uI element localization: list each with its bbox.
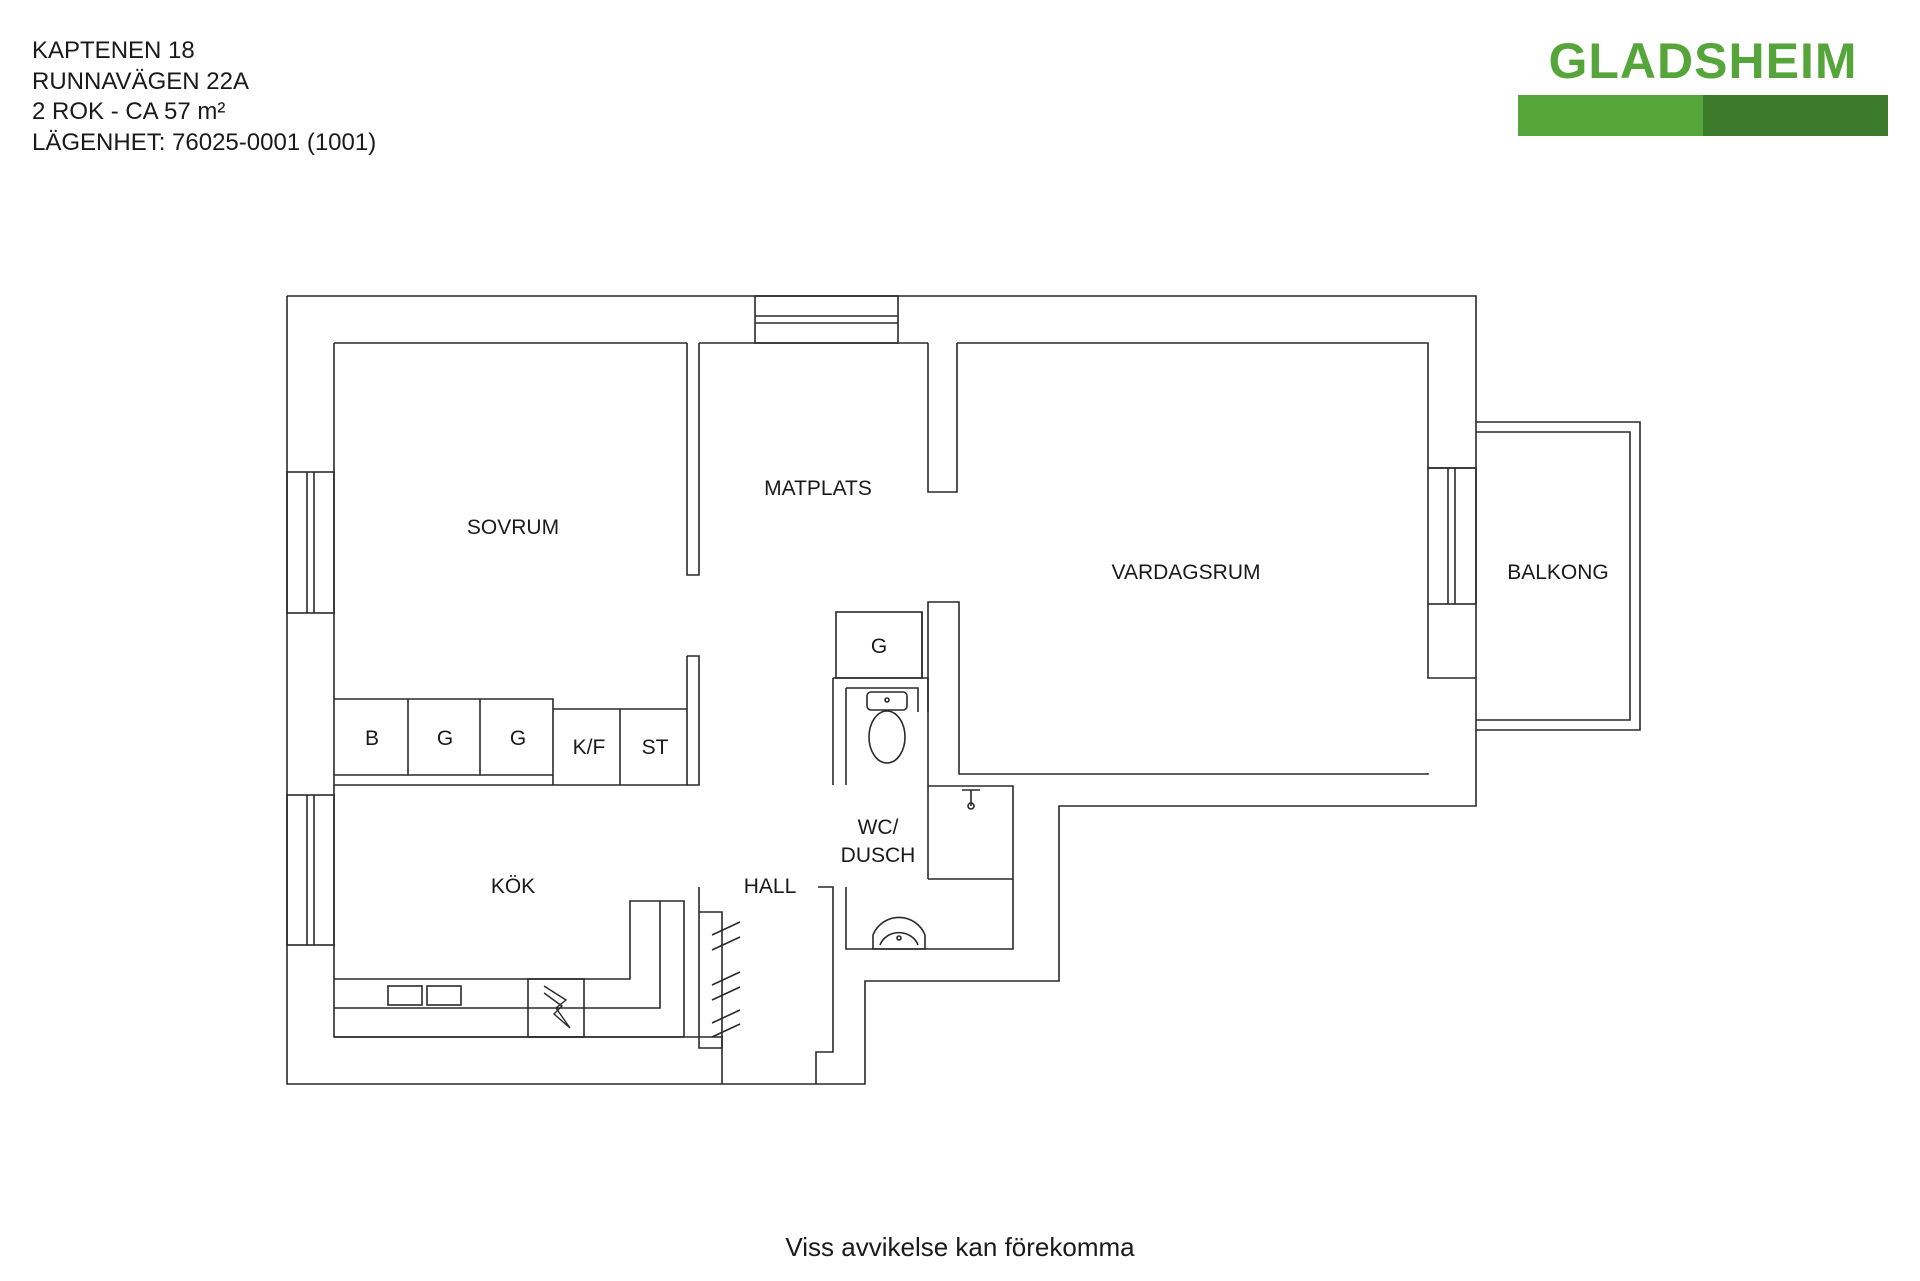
logo-bar-light (1518, 95, 1703, 136)
toilet-bowl (868, 710, 906, 764)
window-sovrum (286, 471, 335, 614)
exterior-wall (286, 295, 1477, 1085)
wash-basin (872, 916, 926, 950)
room-label-sovrum: SOVRUM (467, 516, 559, 539)
balcony-outline (1476, 421, 1641, 731)
toilet-tank (866, 691, 908, 711)
kitchen-counter (334, 900, 685, 1037)
closet-label-st: ST (642, 736, 669, 759)
closet-label-g1: G (437, 727, 453, 750)
apartment-number: LÄGENHET: 76025-0001 (1001) (32, 128, 377, 156)
room-label-wc: WC/ (858, 816, 899, 839)
room-label-balkong: BALKONG (1507, 561, 1609, 584)
window-kok (286, 794, 335, 946)
window-vardagsrum (1427, 467, 1477, 605)
closet-label-b: B (365, 727, 379, 750)
property-name: KAPTENEN 18 (32, 37, 195, 64)
sink-basin-right (426, 985, 462, 1006)
room-label-kok: KÖK (491, 875, 535, 898)
logo-text: GLADSHEIM (1548, 33, 1858, 89)
stove (527, 978, 585, 1038)
room-label-matplats: MATPLATS (764, 477, 872, 500)
window-matplats (754, 295, 899, 344)
property-info: KAPTENEN 18 RUNNAVÄGEN 22A 2 ROK - CA 57… (32, 36, 376, 158)
sink-basin-left (387, 985, 423, 1006)
apartment-size: 2 ROK - CA 57 m² (32, 98, 226, 125)
room-label-dusch: DUSCH (841, 844, 916, 867)
street-address: RUNNAVÄGEN 22A (32, 67, 249, 95)
bathroom-walls (833, 677, 1014, 950)
closet-label-g2: G (510, 727, 526, 750)
gladsheim-logo: GLADSHEIM (1518, 32, 1888, 136)
logo-bar-dark (1703, 95, 1888, 136)
closet-label-g3: G (871, 635, 887, 658)
hall-wardrobe (698, 887, 723, 1049)
disclaimer-note: Viss avvikelse kan förekomma (785, 1232, 1135, 1262)
room-label-vardagsrum: VARDAGSRUM (1112, 561, 1261, 584)
closet-row (334, 698, 554, 775)
room-label-hall: HALL (744, 875, 797, 898)
closet-label-kf: K/F (573, 736, 606, 759)
partition-sovrum (686, 343, 700, 576)
